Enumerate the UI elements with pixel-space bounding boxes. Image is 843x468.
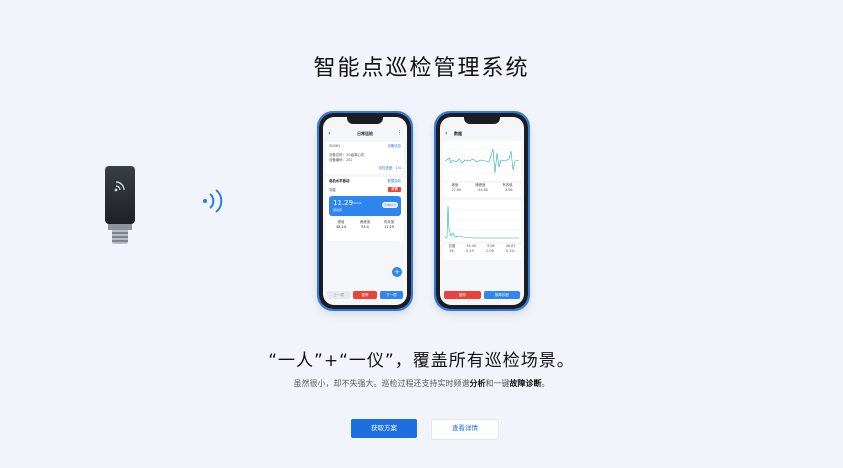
metric-peak-to-peak: 峰峰值 93.4 (359, 220, 371, 229)
phone-screen-inspection: ‹ 日常巡检 ⋮ SN061 设备信息 设备名称：3G级离心机 设备编码：202… (323, 117, 407, 305)
stats-table: 峰值 峰峰值 有效值 27.60 93.85 3.56 (443, 183, 521, 197)
signal-waves-icon (203, 189, 223, 213)
get-solution-button[interactable]: 获取方案 (351, 419, 417, 438)
screen-title: 数据 (454, 131, 462, 136)
device-thread (112, 230, 128, 244)
progress-text: 巡检进度：1/4 (378, 166, 401, 170)
device-code: 设备编码：202 (329, 158, 353, 162)
stop-button[interactable]: 暂停 (444, 291, 481, 299)
phone-data: ‹ 数据 峰值 峰峰值 有效值 27.6 (434, 111, 530, 311)
section-title: 电机水平振动 (329, 179, 350, 183)
phone1-actions: 上一项 暂停 下一项 (327, 291, 403, 299)
app-header: ‹ 日常巡检 ⋮ (323, 129, 407, 141)
rfid-device-image (103, 166, 137, 246)
waveform-chart (443, 141, 521, 181)
stats-header: 峰值 峰峰值 有效值 (451, 183, 513, 187)
device-name: 设备名称：3G级离心机 (329, 153, 365, 157)
desc-text-1: 虽然很小，却不失强大。巡检过程还支持实时频谱 (293, 379, 470, 388)
back-icon[interactable]: ‹ (328, 130, 331, 137)
diagnose-button[interactable]: 故障诊断 (483, 291, 520, 299)
phone-inspection: ‹ 日常巡检 ⋮ SN061 设备信息 设备名称：3G级离心机 设备编码：202… (317, 111, 413, 311)
metric-rms: 有效值 11.29 (383, 220, 395, 229)
alarm-badge: 报警 (388, 187, 401, 192)
harmonics-table: 总值 34.40 9.98 46.87 1X 0.19 2.08 0.1% (443, 244, 521, 260)
device-id: SN061 (329, 144, 341, 148)
spectrum-graph (443, 205, 521, 239)
phone2-actions: 暂停 故障诊断 (444, 291, 520, 299)
spectrum-chart (443, 200, 521, 242)
description: 虽然很小，却不失强大。巡检过程还支持实时频谱分析和一键故障诊断。 (0, 378, 843, 389)
desc-text-3: 。 (541, 379, 550, 388)
reading-value: 11.29 (333, 199, 354, 207)
stats-values: 27.60 93.85 3.56 (451, 188, 513, 192)
menu-icon[interactable]: ⋮ (397, 130, 402, 136)
desc-text-2: 和一键 (485, 379, 510, 388)
reading-sub: 振动值 (333, 208, 343, 212)
wifi-icon (114, 181, 125, 192)
prev-button[interactable]: 上一项 (327, 291, 351, 299)
device-body (105, 166, 135, 224)
metric-peak: 峰值 48.24 (336, 220, 346, 229)
desc-bold-diagnosis: 故障诊断 (509, 379, 542, 388)
pause-button[interactable]: 暂停 (353, 291, 377, 299)
headline: “一人”+“一仪”，覆盖所有巡检场景。 (268, 351, 575, 371)
desc-bold-analysis: 分析 (469, 379, 486, 388)
curve-link[interactable]: 数据曲线 (387, 179, 401, 183)
harmonics-row-2: 1X 0.19 2.08 0.1% (449, 249, 515, 253)
add-fab-button[interactable]: + (392, 267, 402, 277)
reading-unit: mm/s (353, 201, 362, 205)
screen-title: 日常巡检 (357, 131, 373, 136)
back-icon[interactable]: ‹ (445, 130, 448, 137)
view-spectrum-button[interactable]: 查看频谱 (381, 202, 398, 208)
device-info-card: SN061 设备信息 设备名称：3G级离心机 设备编码：202 巡检进度：1/4 (326, 142, 404, 174)
reading-panel: 11.29 mm/s 振动值 查看频谱 (329, 196, 401, 216)
next-button[interactable]: 下一项 (379, 291, 403, 299)
status-label: 测量 (329, 188, 336, 192)
metrics-row: 峰值 48.24 峰峰值 93.4 有效值 11.29 (329, 220, 401, 238)
waveform-graph (443, 148, 521, 174)
harmonics-row-1: 总值 34.40 9.98 46.87 (448, 244, 516, 248)
device-cap (108, 224, 132, 230)
measurement-card: 电机水平振动 数据曲线 测量 报警 11.29 mm/s 振动值 查看频谱 峰值… (326, 177, 404, 241)
view-details-button[interactable]: 查看详情 (431, 419, 499, 440)
phone-screen-data: ‹ 数据 峰值 峰峰值 有效值 27.6 (440, 117, 524, 305)
page-title: 智能点巡检管理系统 (313, 56, 530, 81)
app-header: ‹ 数据 (440, 129, 524, 141)
device-info-link[interactable]: 设备信息 (387, 144, 401, 148)
